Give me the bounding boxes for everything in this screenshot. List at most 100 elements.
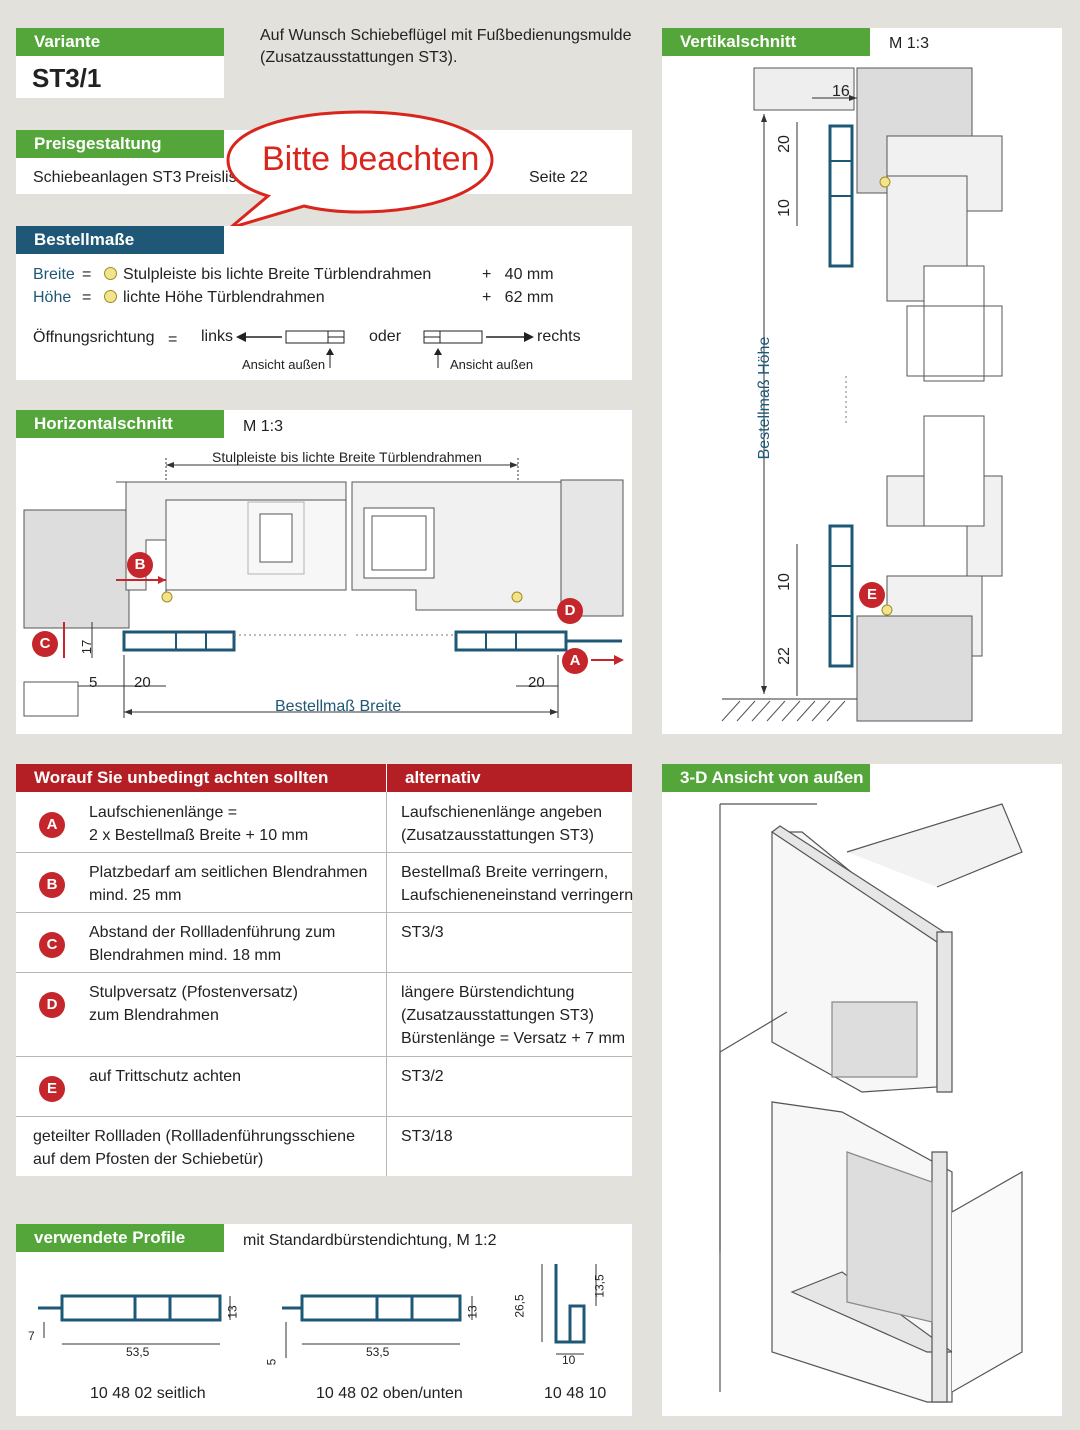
profile-3-h1: 26,5 [512, 1294, 527, 1318]
badge-e-table: E [39, 1076, 65, 1102]
badge-d-table: D [39, 992, 65, 1018]
table-row-issue-line1: Abstand der Rollladenführung zum [89, 924, 336, 941]
dim-20-vertical: 20 [775, 135, 793, 153]
dim-20-right: 20 [528, 674, 545, 691]
vertikal-header: Vertikalschnitt [662, 28, 870, 56]
profile-1-height: 13 [225, 1305, 240, 1319]
table-row-alt-line2: Laufschieneneinstand verringern [401, 887, 634, 904]
ansicht-links: Ansicht außen [242, 357, 326, 372]
table-row-alt-line1: Bestellmaß Breite verringern, [401, 864, 609, 881]
horizontal-bottom-dim: Bestellmaß Breite [275, 698, 402, 715]
ansicht3d-header: 3-D Ansicht von außen [662, 764, 870, 792]
table-row-issue-line2: mind. 25 mm [89, 887, 182, 904]
ansicht-links-arrow-icon [326, 348, 334, 368]
profile-1-depth: 7 [28, 1329, 35, 1343]
ansicht-rechts: Ansicht außen [450, 357, 534, 372]
bestell-header: Bestellmaße [16, 226, 224, 254]
table-row-issue-line2: auf dem Pfosten der Schiebetür) [33, 1151, 264, 1168]
callout-text: Bitte beachten [262, 140, 480, 178]
variante-code: ST3/1 [32, 63, 102, 93]
profile-2-height: 13 [465, 1305, 480, 1319]
dim-22: 22 [775, 647, 793, 665]
oeffnung-equals: = [168, 331, 178, 348]
profile-header: verwendete Profile [16, 1224, 224, 1252]
profile-note: mit Standardbürstendichtung, M 1:2 [243, 1232, 497, 1249]
achten-column-divider [386, 792, 387, 1176]
dim-16: 16 [832, 83, 850, 100]
dim-5: 5 [89, 674, 98, 691]
achten-header-right: alternativ [387, 764, 632, 792]
table-row-alt-line2: (Zusatzausstattungen ST3) [401, 827, 594, 844]
horizontal-top-dim: Stulpleiste bis lichte Breite Türblendra… [212, 449, 482, 465]
table-row-alt-line1: Laufschienenlänge angeben [401, 804, 603, 821]
profile-1-label: 10 48 02 seitlich [90, 1385, 206, 1402]
breite-marker-icon [104, 265, 120, 285]
callout-bubble [226, 110, 494, 230]
hoehe-equals: = [82, 289, 92, 306]
dim-20-left: 20 [134, 674, 151, 691]
oder-label: oder [369, 328, 402, 345]
profile-2-depth: 5 [264, 1358, 279, 1366]
breite-equals: = [82, 266, 92, 283]
variante-header: Variante [16, 28, 224, 56]
ansicht3d-drawing [719, 803, 1023, 1403]
rechts-arrow-icon [423, 330, 534, 344]
preis-item: Schiebeanlagen ST3 [33, 169, 182, 186]
badge-c: C [32, 631, 58, 657]
table-row-issue-line1: Laufschienenlänge = [89, 804, 238, 821]
profile-3-label: 10 48 10 [544, 1385, 607, 1402]
intro-line-2: (Zusatzausstattungen ST3). [260, 49, 458, 66]
badge-a: A [562, 648, 588, 674]
breite-desc: Stulpleiste bis lichte Breite Türblendra… [123, 266, 432, 283]
dim-17: 17 [79, 639, 95, 655]
table-row-divider [16, 912, 632, 913]
badge-a-table: A [39, 812, 65, 838]
hoehe-label: Höhe [33, 289, 72, 306]
intro-line-1: Auf Wunsch Schiebeflügel mit Fußbedienun… [260, 27, 632, 44]
table-row-issue-line1: Platzbedarf am seitlichen Blendrahmen [89, 864, 368, 881]
ansicht-rechts-arrow-icon [434, 348, 442, 368]
table-row-issue-line2: zum Blendrahmen [89, 1007, 219, 1024]
oeffnung-label: Öffnungsrichtung [33, 329, 155, 346]
table-row-divider [16, 1056, 632, 1057]
table-row-issue-line2: 2 x Bestellmaß Breite + 10 mm [89, 827, 309, 844]
breite-add: + 40 mm [482, 266, 554, 283]
profile-2-label: 10 48 02 oben/unten [316, 1385, 463, 1402]
links-label: links [201, 328, 234, 345]
achten-panel [16, 764, 632, 1176]
vertical-section-drawing [721, 67, 1003, 722]
hoehe-desc: lichte Höhe Türblendrahmen [123, 289, 325, 306]
table-row-divider [16, 972, 632, 973]
profile-3-h2: 13,5 [592, 1274, 607, 1298]
preis-page-label: Seite [529, 169, 566, 186]
table-row-issue-line1: Stulpversatz (Pfostenversatz) [89, 984, 298, 1001]
profile-3-drawing [541, 1264, 597, 1355]
table-row-divider [16, 1116, 632, 1117]
rechts-label: rechts [537, 328, 581, 345]
profile-3-width: 10 [562, 1353, 576, 1367]
profile-1-drawing [38, 1294, 231, 1345]
horizontal-header: Horizontalschnitt [16, 410, 224, 438]
profile-2-width: 53,5 [366, 1345, 390, 1359]
dim-10-lower: 10 [775, 573, 793, 591]
badge-d: D [557, 598, 583, 624]
table-row-issue-line1: geteilter Rollladen (Rollladenführungssc… [33, 1128, 355, 1145]
badge-e-drawing: E [859, 582, 885, 608]
table-row-alt-line1: längere Bürstendichtung [401, 984, 575, 1001]
links-arrow-icon [236, 330, 345, 344]
table-row-issue-line1: auf Trittschutz achten [89, 1068, 242, 1085]
preis-header: Preisgestaltung [16, 130, 224, 158]
table-row-divider [16, 852, 632, 853]
horizontal-section-drawing [23, 458, 624, 718]
table-row-alt-line1: ST3/2 [401, 1068, 444, 1085]
profile-2-drawing [282, 1294, 473, 1358]
preis-page: 22 [570, 169, 588, 186]
hoehe-add: + 62 mm [482, 289, 554, 306]
achten-header-left: Worauf Sie unbedingt achten sollten [16, 764, 386, 792]
breite-label: Breite [33, 266, 75, 283]
vertikal-scale: M 1:3 [889, 35, 930, 52]
bestellmass-hoehe-label: Bestellmaß Höhe [756, 336, 773, 460]
badge-b: B [127, 552, 153, 578]
badge-b-table: B [39, 872, 65, 898]
horizontal-scale: M 1:3 [243, 418, 284, 435]
